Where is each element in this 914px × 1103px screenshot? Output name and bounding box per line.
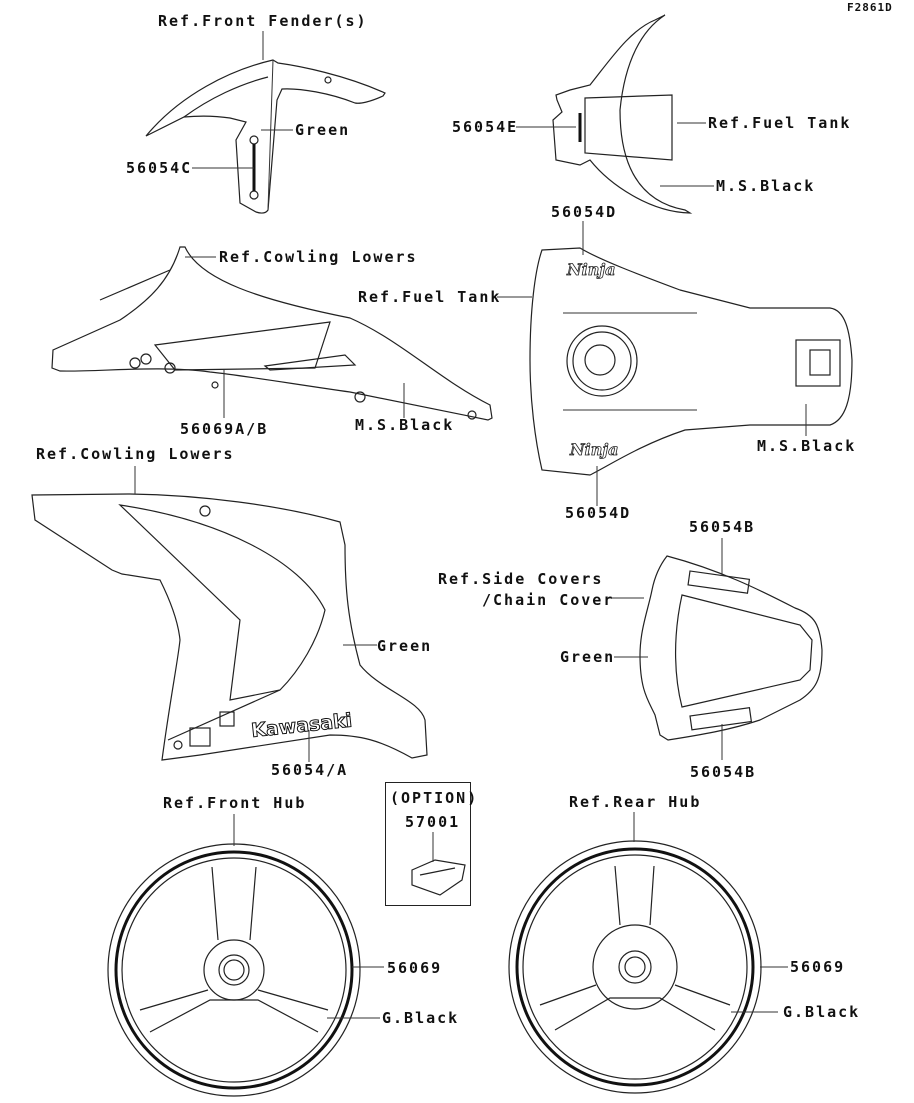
front-fender-color-label: Green — [295, 121, 351, 139]
ref-front-hub-label: Ref.Front Hub — [163, 794, 307, 812]
fuel-tank-drawing: Ninja Ninja — [497, 221, 853, 506]
part-56054b-bottom-label: 56054B — [690, 763, 757, 781]
rear-wheel-color-label: G.Black — [783, 1003, 861, 1021]
front-wheel-part-label: 56069 — [387, 959, 443, 977]
lower-cowl-color-label: Green — [377, 637, 433, 655]
part-56054b-top-label: 56054B — [689, 518, 756, 536]
upper-cowl-color-label: M.S.Black — [355, 416, 455, 434]
tank-ref-fuel-tank-label: Ref.Fuel Tank — [358, 288, 502, 306]
front-wheel-drawing — [107, 814, 384, 1097]
upper-ref-cowling-lowers-label: Ref.Cowling Lowers — [219, 248, 418, 266]
ninja-decal-bottom: Ninja — [569, 440, 619, 459]
part-56054c-label: 56054C — [126, 159, 193, 177]
part-56069ab-label: 56069A/B — [180, 420, 269, 438]
ref-front-fender-label: Ref.Front Fender(s) — [158, 12, 368, 30]
seat-cover-color-label: Green — [560, 648, 616, 666]
option-box — [385, 782, 471, 906]
front-fender-drawing — [145, 31, 386, 214]
lower-ref-cowling-lowers-label: Ref.Cowling Lowers — [36, 445, 235, 463]
kawasaki-decal: Kawasaki — [250, 710, 353, 742]
part-56054a-label: 56054/A — [271, 761, 349, 779]
part-57001-label: 57001 — [405, 813, 461, 831]
ref-chain-cover-label: /Chain Cover — [482, 591, 615, 609]
option-title-label: (OPTION) — [390, 789, 479, 807]
part-56054d-top-label: 56054D — [551, 203, 618, 221]
ninja-decal-top: Ninja — [566, 260, 616, 279]
tail-ref-fuel-tank-label: Ref.Fuel Tank — [708, 114, 852, 132]
ref-rear-hub-label: Ref.Rear Hub — [569, 793, 702, 811]
upper-cowl-drawing — [51, 246, 493, 421]
part-56054e-label: 56054E — [452, 118, 519, 136]
part-56054d-bottom-label: 56054D — [565, 504, 632, 522]
rear-wheel-drawing — [508, 812, 788, 1094]
seat-cover-drawing — [611, 538, 823, 760]
tank-color-label: M.S.Black — [757, 437, 857, 455]
lower-cowl-drawing: Kawasaki — [31, 466, 428, 762]
figure-id: F2861D — [847, 1, 893, 14]
tail-cowl-drawing — [516, 14, 714, 214]
rear-wheel-part-label: 56069 — [790, 958, 846, 976]
front-wheel-color-label: G.Black — [382, 1009, 460, 1027]
tail-color-label: M.S.Black — [716, 177, 816, 195]
ref-side-covers-label: Ref.Side Covers — [438, 570, 604, 588]
option-part-drawing — [411, 832, 466, 896]
